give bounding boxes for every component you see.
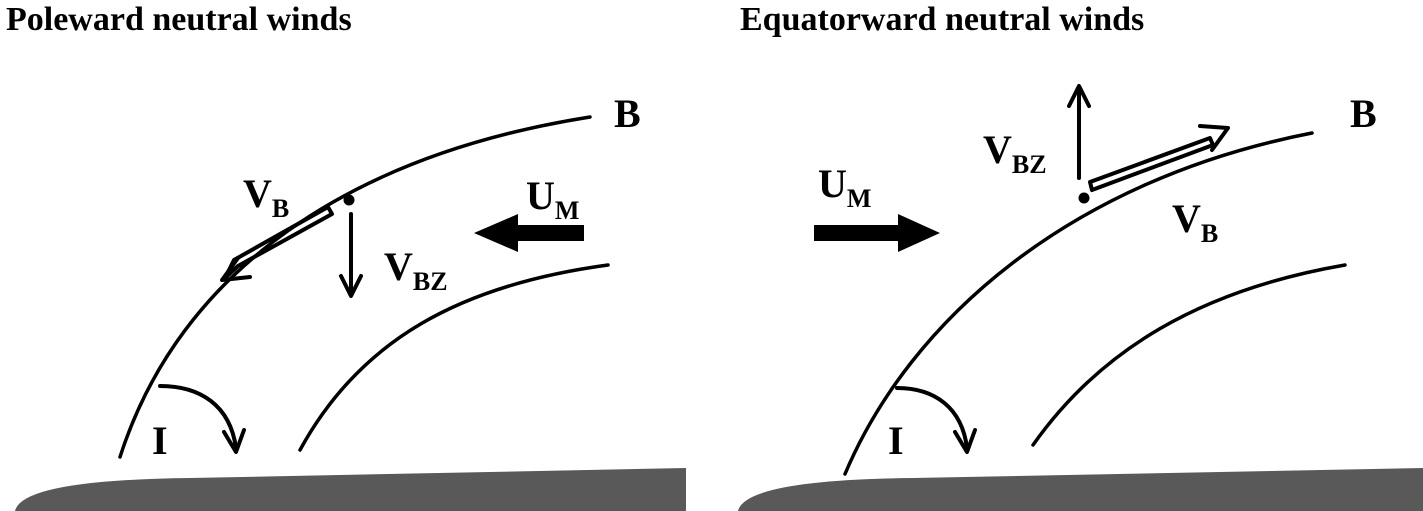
right-vb-arrow xyxy=(1088,124,1230,192)
left-vbz-arrow xyxy=(339,212,363,298)
right-wind-arrow-head xyxy=(898,214,940,252)
right-inclination-arc-head xyxy=(953,428,977,454)
left-wind-label: UM xyxy=(526,173,579,225)
left-vb-arrow xyxy=(220,205,334,282)
left-ground xyxy=(15,468,686,511)
left-panel: Poleward neutral winds B VB VBZ UM xyxy=(6,1,686,511)
left-vb-arrow-head xyxy=(220,256,252,282)
left-wind-arrow xyxy=(474,214,584,252)
left-panel-title: Poleward neutral winds xyxy=(6,1,352,38)
right-vbz-arrow xyxy=(1067,84,1091,180)
left-vb-label: VB xyxy=(243,171,289,223)
right-vb-arrow-head xyxy=(1198,124,1230,152)
left-vbz-label: VBZ xyxy=(384,244,448,296)
right-vbz-label: VBZ xyxy=(983,127,1047,179)
left-inclination-arc xyxy=(158,384,246,454)
right-field-line-upper xyxy=(843,131,1314,476)
right-inclination-arc-path xyxy=(895,386,969,450)
left-point-marker xyxy=(343,194,355,206)
right-wind-arrow xyxy=(814,214,940,252)
right-panel-title: Equatorward neutral winds xyxy=(740,1,1144,38)
left-wind-arrow-head xyxy=(474,214,518,252)
left-inclination-arc-path xyxy=(158,384,238,450)
right-inclination-arc xyxy=(895,386,977,454)
right-ground xyxy=(738,468,1423,511)
left-inclination-label: I xyxy=(152,418,168,463)
right-point-marker xyxy=(1078,192,1090,204)
right-vb-arrow-shaft xyxy=(1088,136,1215,192)
right-vb-label: VB xyxy=(1172,196,1218,248)
left-vbz-arrow-head xyxy=(339,274,363,298)
right-vbz-arrow-head xyxy=(1067,84,1091,108)
left-field-line-label: B xyxy=(614,91,641,136)
right-field-line-label: B xyxy=(1350,91,1377,136)
left-wind-arrow-shaft xyxy=(512,225,584,241)
right-inclination-label: I xyxy=(888,418,904,463)
right-field-line-lower xyxy=(1031,263,1347,447)
right-panel: Equatorward neutral winds B VBZ VB UM xyxy=(738,1,1423,511)
left-inclination-arc-head xyxy=(222,428,246,454)
left-field-line-lower xyxy=(298,263,610,452)
right-wind-label: UM xyxy=(818,161,871,213)
right-wind-arrow-shaft xyxy=(814,225,902,241)
